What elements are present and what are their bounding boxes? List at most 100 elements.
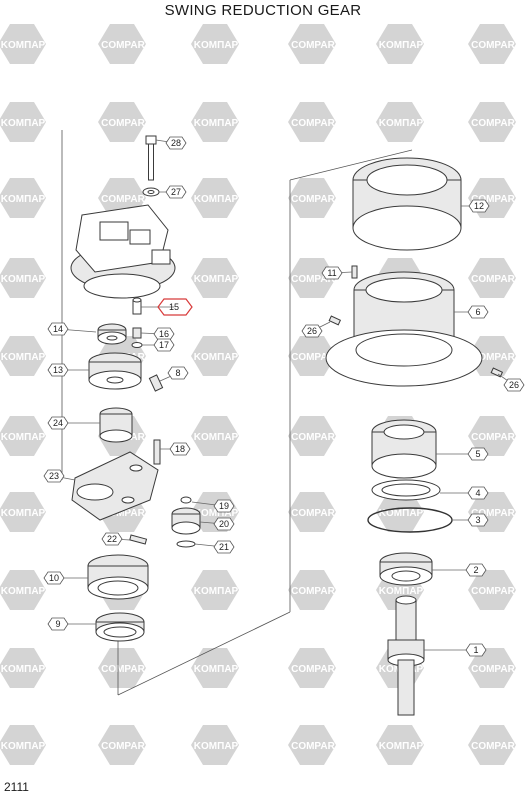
- callout-label-8: 8: [175, 368, 180, 378]
- watermark-text: KOMПАРТ: [194, 352, 244, 363]
- watermark-hexagon: [288, 178, 336, 218]
- watermark-text: KOMПАРТ: [194, 118, 244, 129]
- watermark-text: COMPART: [291, 432, 341, 443]
- watermark-hexagon: [468, 24, 516, 64]
- watermark-text: COMPART: [291, 508, 341, 519]
- watermark-text: COMPART: [291, 352, 341, 363]
- watermark-hexagon: [288, 570, 336, 610]
- watermark-text: KOMПАРТ: [1, 586, 51, 597]
- watermark-text: KOMПАРТ: [379, 40, 429, 51]
- watermark-hexagon: [288, 102, 336, 142]
- watermark-text: KOMПАРТ: [1, 274, 51, 285]
- watermark-text: KOMПАРТ: [194, 432, 244, 443]
- watermark-hexagon: [468, 570, 516, 610]
- watermark-text: KOMПАРТ: [1, 40, 51, 51]
- watermark-hexagon: [288, 648, 336, 688]
- callout-tag: [468, 199, 490, 213]
- callout-tag: [47, 617, 69, 631]
- pin-26a-part: [328, 315, 342, 326]
- watermark-text: COMPART: [471, 432, 521, 443]
- watermark-text: COMPART: [101, 40, 151, 51]
- watermark-hexagon: [288, 258, 336, 298]
- watermark-text: KOMПАРТ: [1, 664, 51, 675]
- callout-tag: [153, 338, 175, 352]
- watermark-hexagon: [288, 416, 336, 456]
- bolt-part: [145, 135, 157, 181]
- watermark-text: KOMПАРТ: [379, 741, 429, 752]
- callout-label-4: 4: [475, 488, 480, 498]
- watermark-hexagon: [98, 102, 146, 142]
- callout-tag: [467, 447, 489, 461]
- ring-4-part: [371, 479, 441, 501]
- watermark-text: COMPART: [291, 40, 341, 51]
- callout-label-14: 14: [53, 324, 63, 334]
- watermark-text: COMPART: [291, 194, 341, 205]
- callout-tag: [465, 563, 487, 577]
- watermark-hexagon: [376, 102, 424, 142]
- bearing-10-part: [87, 554, 149, 600]
- watermark-hexagon: [468, 725, 516, 765]
- watermark-hexagon: [0, 648, 46, 688]
- callout-label-9: 9: [55, 619, 60, 629]
- bearing-5-part: [371, 419, 437, 479]
- watermark-hexagon: [468, 336, 516, 376]
- page-title: SWING REDUCTION GEAR: [164, 2, 362, 19]
- watermark-hexagon: [288, 725, 336, 765]
- watermark-text: COMPART: [291, 664, 341, 675]
- callout-tag: [503, 378, 525, 392]
- watermark-text: COMPART: [471, 194, 521, 205]
- gear-20-part: [171, 496, 201, 548]
- watermark-hexagon: [191, 725, 239, 765]
- watermark-text: COMPART: [291, 586, 341, 597]
- watermark-text: KOMПАРТ: [1, 118, 51, 129]
- watermark-text: KOMПАРТ: [379, 508, 429, 519]
- callout-tag: [467, 513, 489, 527]
- motor-assembly-part: [70, 204, 176, 299]
- watermark-text: KOMПАРТ: [194, 194, 244, 205]
- callout-label-17: 17: [159, 340, 169, 350]
- ring-9-part: [95, 612, 145, 642]
- callout-label-11: 11: [327, 268, 336, 278]
- plug-15-part: [132, 297, 142, 315]
- watermark-text: COMPART: [101, 741, 151, 752]
- callout-label-3: 3: [475, 515, 480, 525]
- seal-2-part: [379, 552, 433, 586]
- callout-label-12: 12: [474, 201, 484, 211]
- watermark-text: KOMПАРТ: [1, 508, 51, 519]
- watermark-text: COMPART: [471, 274, 521, 285]
- watermark-hexagon: [376, 492, 424, 532]
- watermark-text: KOMПАРТ: [379, 586, 429, 597]
- gear-14-part: [97, 323, 127, 345]
- watermark-hexagon: [0, 336, 46, 376]
- watermark-hexagon: [0, 725, 46, 765]
- watermark-hexagon: [288, 492, 336, 532]
- callout-tag: [101, 532, 123, 546]
- callout-tag: [213, 540, 235, 554]
- watermark-hexagon: [0, 416, 46, 456]
- callout-tag: [167, 366, 189, 380]
- watermark-text: COMPART: [101, 664, 151, 675]
- watermark-text: KOMПАРТ: [194, 586, 244, 597]
- callout-label-16: 16: [159, 329, 169, 339]
- watermark-hexagon: [191, 570, 239, 610]
- callout-label-6: 6: [475, 307, 480, 317]
- callout-label-19: 19: [219, 501, 229, 511]
- callout-label-5: 5: [475, 449, 480, 459]
- watermark-hexagon: [0, 258, 46, 298]
- housing-6-part: [325, 271, 483, 387]
- watermark-hexagon: [191, 648, 239, 688]
- ring-17-part: [131, 342, 143, 348]
- callout-tag: [467, 486, 489, 500]
- pin-8-part: [148, 374, 164, 392]
- ring-gear-12-part: [352, 157, 462, 251]
- watermark-hexagon: [468, 258, 516, 298]
- callout-label-13: 13: [53, 365, 63, 375]
- watermark-text: COMPART: [291, 741, 341, 752]
- callout-label-10: 10: [49, 573, 59, 583]
- callout-tag: [47, 322, 69, 336]
- watermark-hexagon: [0, 492, 46, 532]
- washer-27-part: [142, 187, 160, 197]
- callout-label-18: 18: [175, 444, 185, 454]
